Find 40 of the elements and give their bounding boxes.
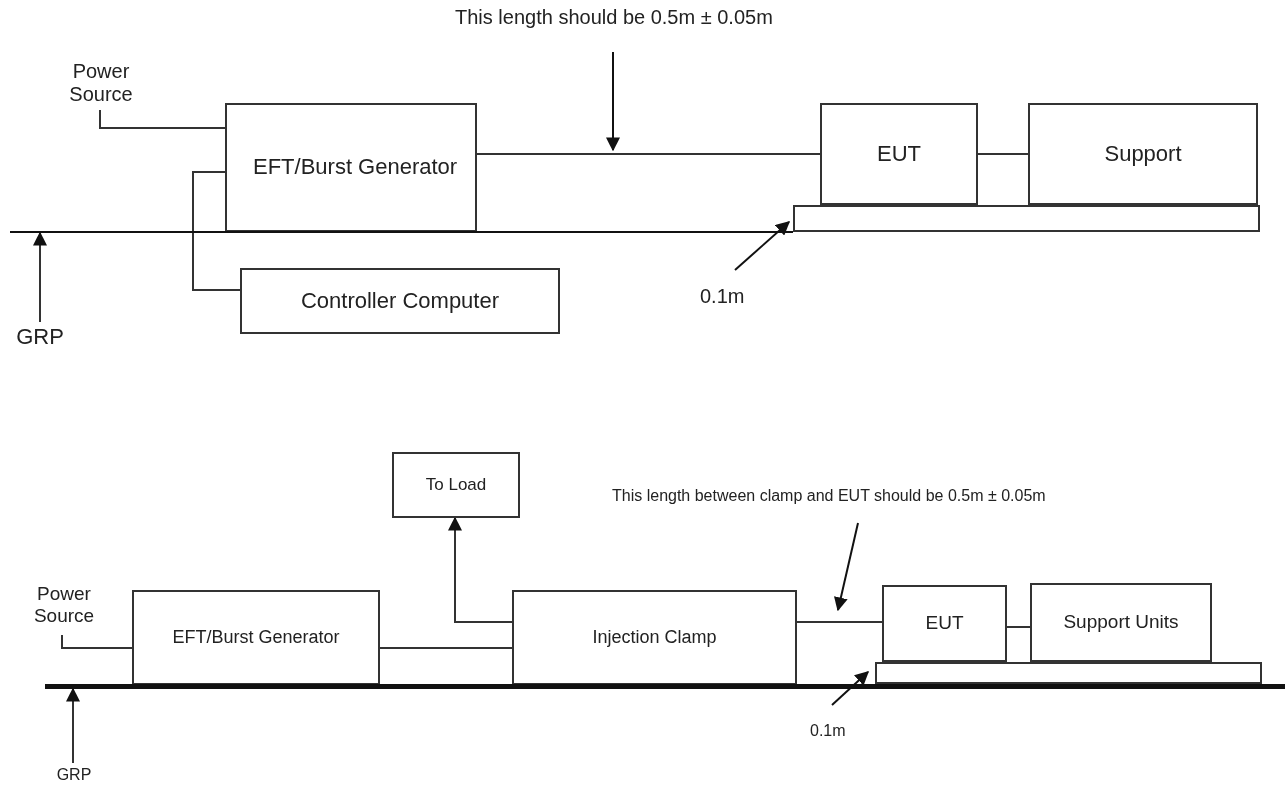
box-label: Controller Computer xyxy=(300,287,500,315)
dimension-label: 0.1m xyxy=(810,722,846,740)
cable-line xyxy=(61,634,133,649)
cable-line xyxy=(796,621,883,623)
generator-box xyxy=(225,103,477,232)
controller-box xyxy=(240,268,560,334)
arrow xyxy=(448,516,513,623)
clamp-box xyxy=(512,590,797,685)
load-box xyxy=(392,452,520,518)
arrow xyxy=(33,231,47,323)
eut-box xyxy=(820,103,978,205)
cable-line xyxy=(476,153,821,155)
text-label: Power Source xyxy=(26,575,102,635)
box-label: To Load xyxy=(425,474,487,496)
eut-box xyxy=(882,585,1007,662)
dimension-label: This length between clamp and EUT should be 0.5m ± 0.05m xyxy=(612,487,1046,505)
box-label: EFT/Burst Generator xyxy=(253,154,458,181)
generator-box xyxy=(132,590,380,685)
text-label: Power Source xyxy=(55,55,147,110)
table-bar xyxy=(875,662,1262,684)
cable-line xyxy=(379,647,513,649)
support-box xyxy=(1028,103,1258,205)
box-label: Support Units xyxy=(1063,611,1179,634)
box-label: EUT xyxy=(925,612,964,635)
text-label: GRP xyxy=(46,763,102,787)
box-label: Support xyxy=(1104,140,1182,168)
dimension-label: 0.1m xyxy=(700,285,745,308)
box-label: Injection Clamp xyxy=(592,626,717,649)
box-label: EFT/Burst Generator xyxy=(172,626,340,649)
arrow xyxy=(66,687,80,764)
box-label: EUT xyxy=(877,140,921,168)
cable-line xyxy=(1006,626,1031,628)
table-bar xyxy=(793,205,1260,232)
ground-plane xyxy=(45,684,1285,689)
dimension-label: This length should be 0.5m ± 0.05m xyxy=(455,6,773,29)
text-label: GRP xyxy=(10,322,70,352)
cable-line xyxy=(977,153,1029,155)
cable-line xyxy=(192,171,241,291)
support-box xyxy=(1030,583,1212,662)
cable-line xyxy=(99,109,226,129)
